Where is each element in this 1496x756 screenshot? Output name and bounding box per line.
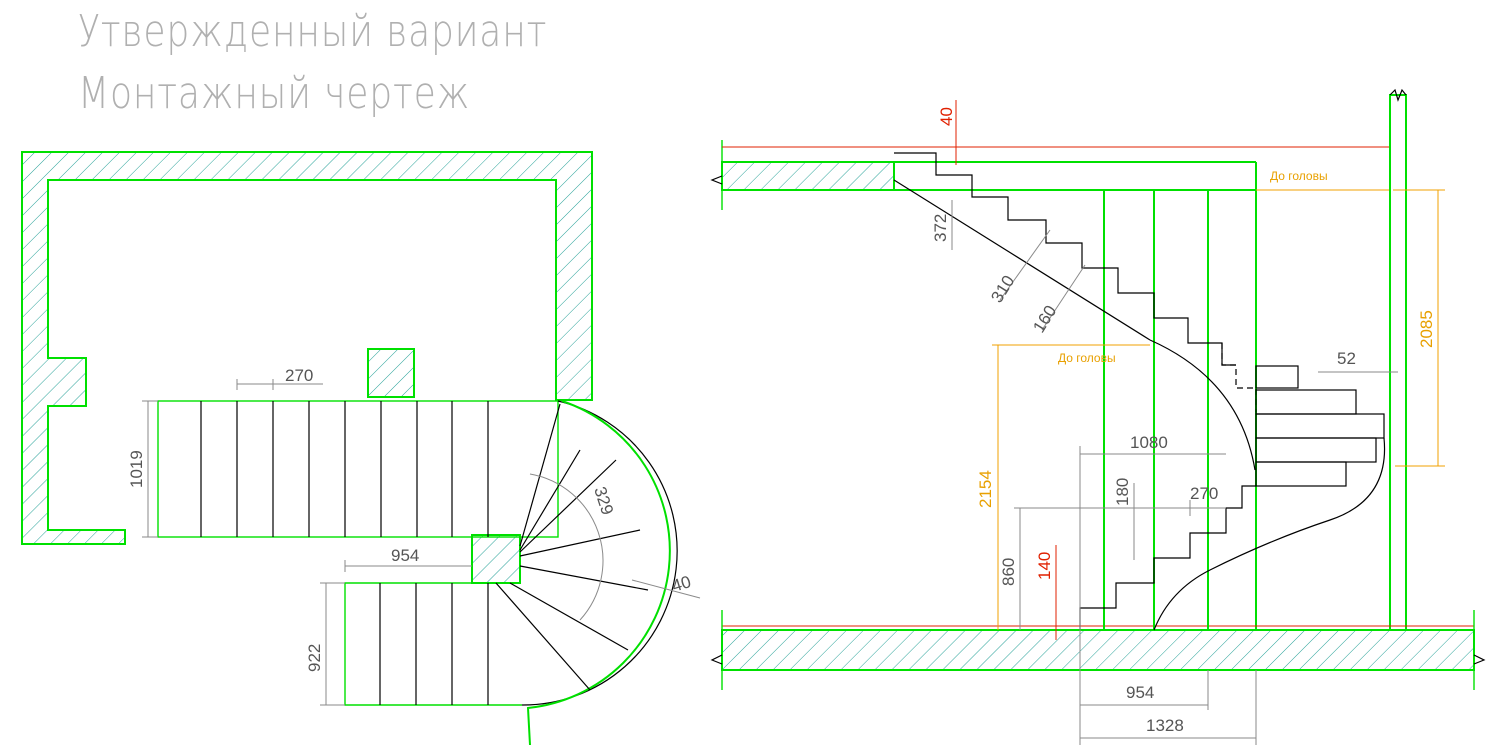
dim-riser-diag: 372 [931, 214, 950, 242]
plan-wall [21, 151, 593, 545]
lower-steps-profile [1079, 485, 1256, 630]
dim-tread-diag: 310 [987, 272, 1018, 306]
dim-riser-180: 180 [1113, 478, 1132, 506]
plan-center-post [471, 534, 521, 584]
dim-tread-270: 270 [1190, 484, 1218, 503]
right-wall [1389, 94, 1407, 631]
upper-slab [721, 161, 895, 191]
dim-height-860: 860 [999, 558, 1018, 586]
plan-dimensions: 270 1019 954 922 329 40 [127, 366, 701, 706]
dim-slab-thickness: 40 [937, 107, 956, 126]
dim-floor-140: 140 [1035, 552, 1054, 580]
plan-winder [495, 400, 678, 746]
dim-flight-width-upper: 1019 [127, 450, 146, 488]
drawing-title-assembly: Монтажный чертеж [78, 68, 471, 119]
dim-gap: 40 [670, 572, 694, 596]
dim-base-1328: 1328 [1146, 716, 1184, 735]
dim-flight-width-lower: 922 [305, 644, 324, 672]
headroom-label-mid: До головы [1058, 351, 1116, 365]
plan-view: 270 1019 954 922 329 40 [21, 151, 701, 746]
landing-boards [1255, 365, 1385, 487]
plan-lower-flight [344, 582, 522, 706]
dim-landing-length: 954 [391, 546, 419, 565]
dim-height-2085: 2085 [1417, 310, 1436, 348]
plan-upper-flight [157, 400, 559, 538]
dim-step-width: 270 [285, 366, 313, 385]
plan-column [367, 348, 415, 398]
dim-stringer-diag: 160 [1029, 302, 1060, 336]
dim-offset-52: 52 [1337, 349, 1356, 368]
headroom-label-top: До головы [1270, 169, 1328, 183]
floor-slab [721, 629, 1475, 671]
upper-steps-profile [894, 152, 1236, 366]
dim-base-954: 954 [1126, 683, 1154, 702]
dim-arc-step: 329 [590, 484, 617, 517]
drawing-title-approved: Утвержденный вариант [78, 6, 548, 57]
dim-width-1080: 1080 [1130, 433, 1168, 452]
dim-height-2154: 2154 [976, 470, 995, 508]
section-view: До головы До головы 2085 2154 40 140 372… [710, 88, 1486, 745]
